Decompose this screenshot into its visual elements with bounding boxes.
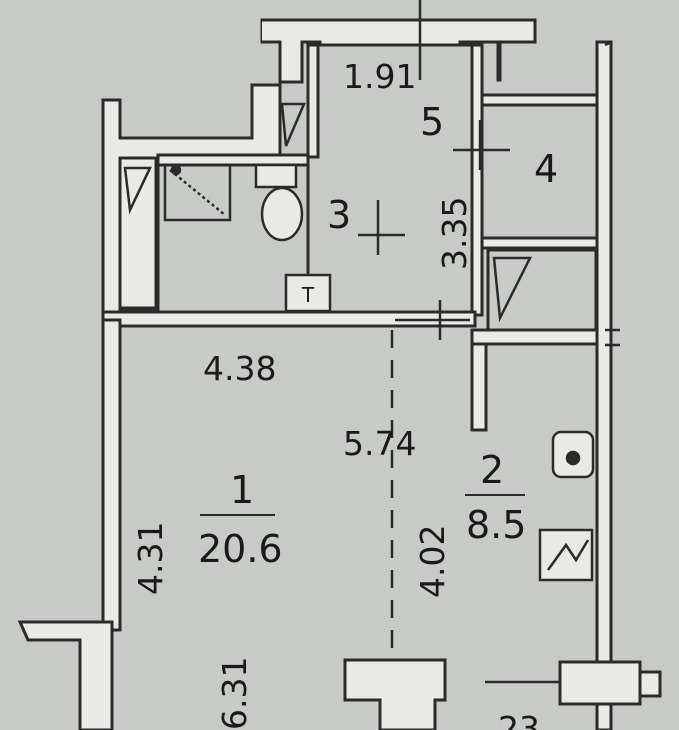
tick-right-3	[604, 40, 613, 47]
wardrobe-top-icon	[280, 102, 306, 147]
dim-partial-bottom: 23	[498, 709, 540, 730]
room-4-outline	[480, 98, 599, 242]
dim-4-38: 4.38	[203, 349, 276, 388]
room-1-area: 20.6	[198, 527, 283, 571]
dim-5-74: 5.74	[343, 424, 416, 463]
wall-room2-top	[470, 328, 599, 346]
frame-bottom-right	[558, 660, 642, 706]
dim-4-02: 4.02	[413, 525, 452, 598]
sink-drain-icon	[565, 450, 581, 466]
room-1-number: 1	[230, 468, 254, 512]
room-5-number: 5	[420, 100, 444, 144]
dim-3-35: 3.35	[435, 197, 474, 270]
frame-bottom-right-cap	[638, 670, 662, 698]
shower-head-icon	[170, 164, 182, 176]
wall-4-top	[480, 93, 599, 107]
room-2-area: 8.5	[466, 503, 526, 547]
shower-icon	[163, 163, 232, 222]
dim-4-31: 4.31	[131, 522, 170, 595]
stove-icon	[538, 528, 594, 582]
room-2-number: 2	[480, 448, 504, 492]
wardrobe-left-icon	[123, 166, 152, 215]
room-4-number: 4	[534, 147, 558, 191]
dim-6-31: 6.31	[215, 657, 254, 730]
toilet-bowl-icon	[260, 186, 304, 242]
wardrobe-right-icon	[492, 256, 533, 323]
toilet-tank-icon	[254, 163, 298, 189]
closet-right	[486, 248, 598, 332]
wall-bottom-left	[17, 620, 114, 730]
room-3-number: 3	[327, 193, 351, 237]
wall-5-left	[306, 43, 320, 159]
wall-right-outer	[595, 40, 613, 730]
stove-zigzag-icon	[546, 539, 590, 571]
boiler-icon	[284, 273, 332, 313]
wall-4-bottom	[480, 236, 599, 250]
wall-left-outer	[101, 318, 122, 632]
room-5-outline	[306, 43, 482, 317]
boiler-icon-mark: T	[301, 283, 315, 307]
door-frame-bottom	[343, 658, 447, 730]
dim-1-91: 1.91	[343, 57, 416, 96]
